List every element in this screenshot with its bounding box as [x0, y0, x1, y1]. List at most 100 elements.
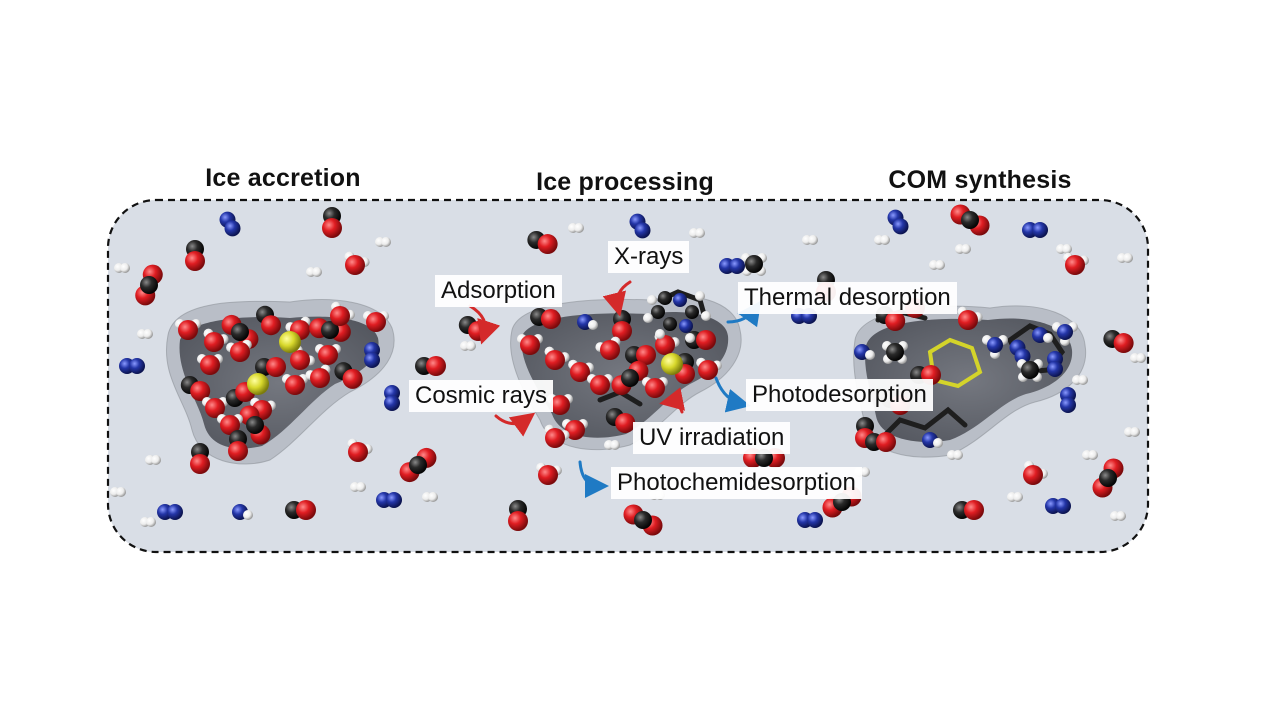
atom-h	[428, 492, 438, 502]
atom-n	[224, 220, 241, 237]
atom-o	[1065, 255, 1085, 275]
atom-h	[1078, 375, 1088, 385]
atom-n	[987, 337, 1003, 353]
atom-n	[892, 218, 909, 235]
atom-o	[228, 441, 248, 461]
atom-h	[953, 450, 963, 460]
atom-c	[634, 511, 652, 529]
atom-o	[330, 306, 350, 326]
atom-n	[807, 512, 823, 528]
atom-n	[679, 319, 693, 333]
atom-h	[695, 228, 705, 238]
atom-n	[1057, 324, 1073, 340]
adsorption-arrow	[468, 304, 501, 345]
atom-o	[565, 420, 585, 440]
atom-h	[381, 237, 391, 247]
atom-o	[545, 428, 565, 448]
atom-h	[1136, 353, 1146, 363]
atom-h	[143, 329, 153, 339]
atom-n	[1060, 397, 1076, 413]
label-thermal-desorption: Thermal desorption	[738, 282, 957, 314]
atom-o	[885, 311, 906, 331]
atom-o	[322, 218, 342, 238]
atom-c	[621, 369, 639, 387]
atom-o	[876, 432, 896, 452]
atom-o	[655, 335, 675, 355]
atom-o	[612, 321, 632, 341]
atom-o	[190, 454, 210, 474]
label-x-rays: X-rays	[608, 241, 690, 273]
atom-c	[409, 456, 427, 474]
atom-h	[610, 440, 620, 450]
atom-h	[695, 291, 705, 301]
atom-n	[1055, 498, 1071, 514]
atom-o	[698, 360, 718, 380]
atom-o	[1023, 465, 1043, 485]
photodesorption-arrow	[714, 376, 751, 413]
atom-c	[1021, 361, 1039, 379]
atom-o	[615, 413, 636, 433]
atom-c	[685, 305, 699, 319]
atom-o	[266, 357, 286, 377]
atom-n	[384, 395, 400, 411]
atom-o	[958, 310, 978, 330]
title-ice-processing: Ice processing	[536, 168, 714, 196]
atom-n	[634, 222, 651, 239]
atom-o	[537, 234, 558, 255]
atom-o	[645, 378, 665, 398]
atom-h	[1130, 427, 1140, 437]
atom-c	[1099, 469, 1117, 487]
atom-n	[729, 258, 745, 274]
atom-o	[348, 442, 368, 462]
atom-h	[588, 320, 598, 330]
label-adsorption: Adsorption	[435, 275, 562, 307]
atom-n	[1014, 348, 1031, 365]
atom-o	[636, 345, 656, 365]
atom-c	[246, 416, 264, 434]
atom-o	[590, 375, 610, 395]
atom-c	[321, 321, 339, 339]
label-uv-irradiation: UV irradiation	[633, 422, 791, 454]
uv-irradiation-arrow	[659, 387, 686, 414]
atom-o	[600, 340, 620, 360]
atom-h	[1116, 511, 1126, 521]
atom-o	[345, 255, 365, 275]
atom-h	[860, 467, 870, 477]
atom-o	[178, 320, 198, 340]
atom-h	[312, 267, 322, 277]
atom-h	[243, 510, 253, 520]
atom-h	[466, 341, 476, 351]
atom-h	[116, 487, 126, 497]
atom-s	[247, 373, 269, 395]
atom-h	[1043, 333, 1053, 343]
atom-c	[663, 317, 677, 331]
atom-n	[364, 352, 380, 368]
atom-c	[886, 343, 904, 361]
atom-o	[520, 335, 540, 355]
atom-h	[880, 235, 890, 245]
cosmic-rays-arrow	[494, 412, 536, 437]
atom-o	[230, 342, 250, 362]
atom-o	[285, 375, 305, 395]
atom-h	[933, 438, 943, 448]
atom-h	[935, 260, 945, 270]
atom-h	[701, 311, 711, 321]
atom-o	[205, 398, 225, 418]
atom-h	[120, 263, 130, 273]
atom-c	[651, 305, 665, 319]
atom-o	[964, 500, 984, 520]
atom-h	[865, 350, 875, 360]
atom-o	[185, 251, 205, 271]
atom-n	[1032, 222, 1048, 238]
label-cosmic-rays: Cosmic rays	[409, 380, 554, 412]
atom-n	[673, 293, 687, 307]
atom-n	[129, 358, 145, 374]
photochemidesorption-arrow	[578, 460, 609, 498]
atom-h	[647, 295, 657, 305]
atom-c	[231, 323, 249, 341]
atom-o	[296, 500, 316, 520]
atom-o	[545, 350, 565, 370]
atom-n	[167, 504, 183, 520]
